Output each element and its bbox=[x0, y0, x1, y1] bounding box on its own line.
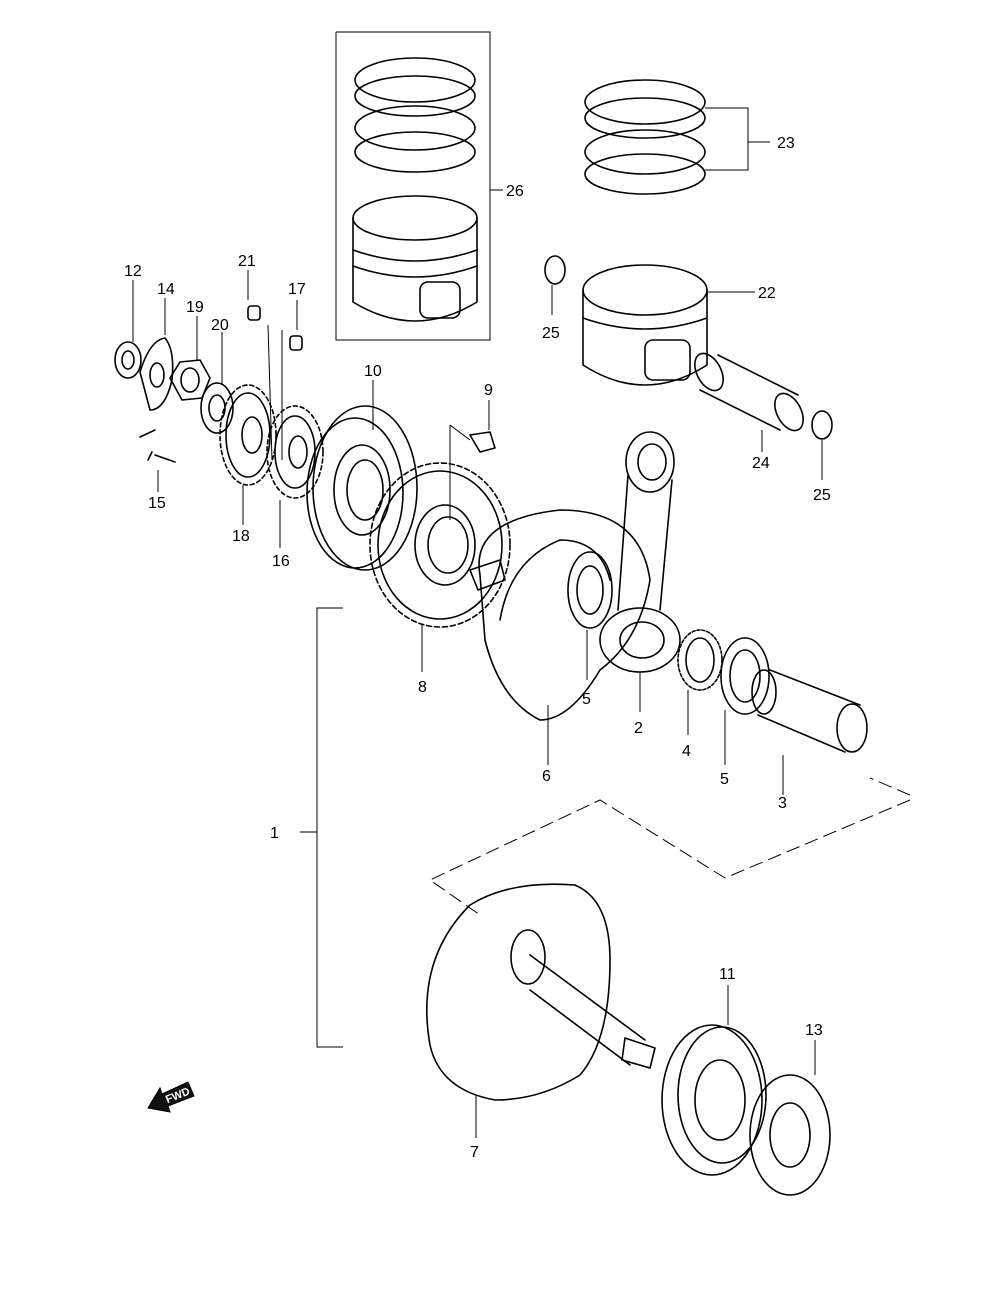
callout-1: 1 bbox=[270, 825, 279, 842]
crankshaft-assembly-bracket bbox=[300, 607, 343, 1048]
gear-8 bbox=[369, 462, 511, 672]
callout-19: 19 bbox=[186, 299, 204, 316]
crank-web-6 bbox=[469, 509, 651, 765]
crankpin-washer-5a bbox=[567, 551, 613, 680]
callout-24: 24 bbox=[752, 455, 770, 472]
crank-web-7 bbox=[426, 883, 656, 1138]
washer-20 bbox=[200, 332, 234, 434]
callout-25a: 25 bbox=[542, 325, 560, 342]
callout-23: 23 bbox=[777, 135, 795, 152]
part-callouts: 1 2 3 4 5 5 6 7 8 9 10 11 12 13 14 15 16… bbox=[124, 135, 831, 1161]
piston-pin bbox=[694, 352, 804, 452]
callout-16: 16 bbox=[272, 553, 290, 570]
crankpin-washer-5b bbox=[720, 637, 770, 765]
piston-kit-piston bbox=[352, 195, 478, 322]
callout-8: 8 bbox=[418, 679, 427, 696]
piston bbox=[582, 264, 755, 386]
oil-seal-12 bbox=[114, 280, 142, 379]
callout-17: 17 bbox=[288, 281, 306, 298]
nut-19 bbox=[169, 316, 211, 401]
oil-seal-13 bbox=[749, 1040, 831, 1196]
callout-14: 14 bbox=[157, 281, 175, 298]
callout-5a: 5 bbox=[582, 691, 591, 708]
piston-rings bbox=[584, 79, 770, 195]
piston-kit-rings bbox=[354, 57, 476, 173]
circlip-upper bbox=[544, 255, 566, 315]
forward-arrow-label: FWD bbox=[164, 1086, 192, 1107]
circlip-lower bbox=[811, 410, 833, 480]
callout-13: 13 bbox=[805, 1022, 823, 1039]
connecting-rod bbox=[599, 431, 681, 712]
callout-4: 4 bbox=[682, 743, 691, 760]
bearing-10 bbox=[306, 380, 418, 571]
bearing-11 bbox=[661, 985, 767, 1176]
piston-kit-box bbox=[335, 31, 503, 341]
lock-plate-14 bbox=[139, 298, 174, 411]
callout-2: 2 bbox=[634, 720, 643, 737]
callout-25b: 25 bbox=[813, 487, 831, 504]
callout-5b: 5 bbox=[720, 771, 729, 788]
callout-18: 18 bbox=[232, 528, 250, 545]
callout-21: 21 bbox=[238, 253, 256, 270]
assembly-outline bbox=[429, 777, 911, 916]
bolt-15 bbox=[139, 429, 176, 492]
crank-pin-3 bbox=[751, 669, 868, 795]
callout-20: 20 bbox=[211, 317, 229, 334]
key-21 bbox=[247, 270, 273, 461]
needle-bearing-4 bbox=[677, 629, 723, 735]
callout-26: 26 bbox=[506, 183, 524, 200]
callout-11: 11 bbox=[719, 966, 736, 983]
callout-7: 7 bbox=[470, 1144, 479, 1161]
plug-9 bbox=[449, 400, 496, 520]
callout-10: 10 bbox=[364, 363, 382, 380]
callout-22: 22 bbox=[758, 285, 776, 302]
callout-6: 6 bbox=[542, 768, 551, 785]
callout-15: 15 bbox=[148, 495, 166, 512]
callout-9: 9 bbox=[484, 382, 493, 399]
forward-arrow-icon: FWD bbox=[147, 1081, 195, 1113]
callout-12: 12 bbox=[124, 263, 142, 280]
callout-3: 3 bbox=[778, 795, 787, 812]
gear-18 bbox=[219, 384, 277, 525]
key-17 bbox=[281, 300, 303, 460]
